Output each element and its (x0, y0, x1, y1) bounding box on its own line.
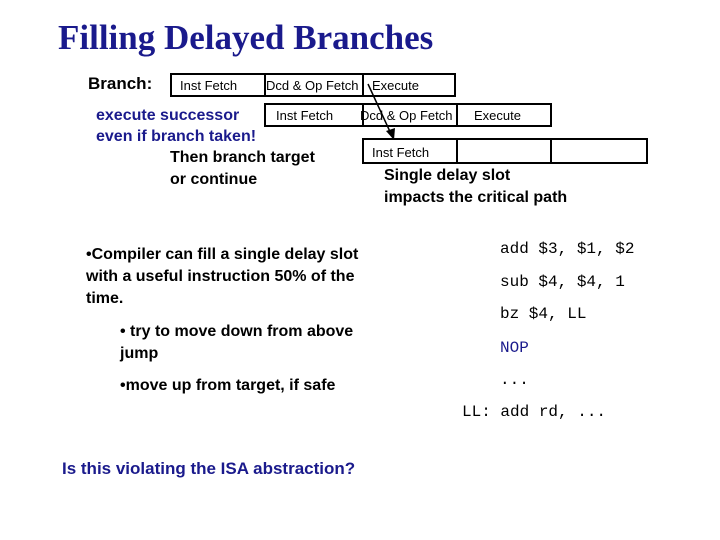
then-branch-line2: or continue (170, 171, 258, 188)
bullet-move-down-line2: jump (120, 345, 159, 362)
branch-label: Branch: (88, 74, 153, 93)
row3-fetch-label: Inst Fetch (372, 145, 430, 160)
then-branch-line1: Then branch target (170, 149, 315, 166)
row1-fetch-label: Inst Fetch (180, 78, 238, 93)
row2-decode-label: Dcd & Op Fetch (360, 108, 453, 123)
bullet-compiler-line3: time. (86, 290, 124, 307)
code-line-nop: NOP (500, 339, 529, 357)
code-line-sub: sub $4, $4, 1 (500, 273, 625, 291)
code-line-bz: bz $4, LL (500, 305, 587, 323)
delay-slot-line2: impacts the critical path (384, 189, 568, 206)
row1-decode-label: Dcd & Op Fetch (266, 78, 359, 93)
bullet-compiler-line2: with a useful instruction 50% of the (86, 268, 355, 285)
successor-label: execute successor (96, 107, 240, 124)
bullet-move-up: •move up from target, if safe (120, 377, 336, 394)
bullet-move-down-line1: • try to move down from above (120, 323, 354, 340)
row2-fetch-label: Inst Fetch (276, 108, 334, 123)
row1-execute-label: Execute (372, 78, 419, 93)
code-line-ellipsis: ... (500, 371, 529, 389)
isa-question: Is this violating the ISA abstraction? (62, 459, 356, 478)
pipeline-row1-execute-box (362, 73, 456, 97)
pipeline-row3-decode-box (456, 138, 552, 164)
pipeline-row3-execute-box (550, 138, 648, 164)
bullet-compiler-line1: •Compiler can fill a single delay slot (86, 246, 359, 263)
delay-slot-line1: Single delay slot (384, 167, 511, 184)
code-line-add: add $3, $1, $2 (500, 240, 635, 258)
branch-taken-label: even if branch taken! (96, 128, 257, 145)
code-line-target: LL: add rd, ... (462, 403, 607, 421)
row2-execute-label: Execute (474, 108, 521, 123)
pipeline-row2-execute-box (456, 103, 552, 127)
slide-title: Filling Delayed Branches (58, 18, 434, 57)
